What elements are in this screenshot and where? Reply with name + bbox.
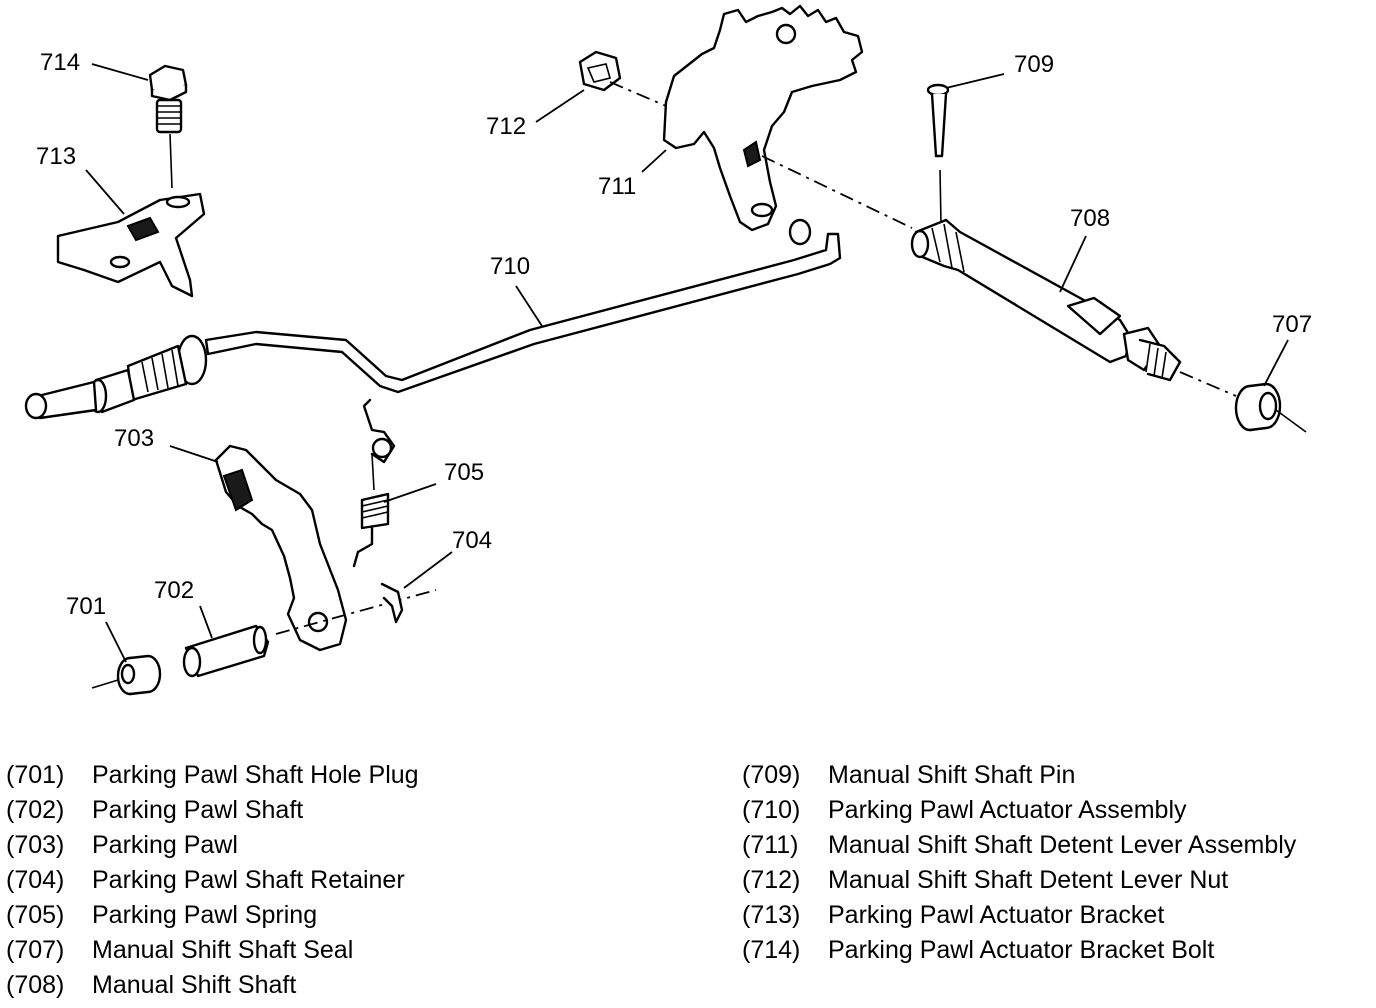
callout-703: 703: [114, 425, 154, 452]
legend-code: (702): [6, 796, 65, 824]
legend-right-column: (709) Manual Shift Shaft Pin (710) Parking…: [742, 758, 1296, 968]
legend-name: Parking Pawl Shaft Hole Plug: [92, 761, 419, 789]
exploded-parts-diagram: 714 713 712 711 709 708 707 710 703 705 …: [24, 4, 1312, 696]
legend-name: Parking Pawl Shaft Retainer: [92, 866, 405, 894]
callout-702: 702: [154, 577, 194, 604]
callout-710: 710: [490, 253, 530, 280]
callout-713: 713: [36, 143, 76, 170]
legend-item: (712) Manual Shift Shaft Detent Lever Nut: [742, 863, 1296, 898]
legend-code: (710): [742, 796, 801, 824]
legend-name: Parking Pawl Spring: [92, 901, 318, 929]
legend-item: (714) Parking Pawl Actuator Bracket Bolt: [742, 933, 1296, 968]
legend-code: (708): [6, 971, 65, 999]
legend-item: (702) Parking Pawl Shaft: [6, 793, 419, 828]
legend-item: (709) Manual Shift Shaft Pin: [742, 758, 1296, 793]
legend-left-column: (701) Parking Pawl Shaft Hole Plug (702) P…: [6, 758, 419, 1003]
callout-701: 701: [66, 593, 106, 620]
legend-name: Parking Pawl Actuator Bracket Bolt: [828, 936, 1215, 964]
legend-item: (713) Parking Pawl Actuator Bracket: [742, 898, 1296, 933]
legend-name: Manual Shift Shaft Pin: [828, 761, 1076, 789]
callout-707: 707: [1272, 311, 1312, 338]
part-713-actuator-bracket: [56, 192, 206, 298]
legend-name: Manual Shift Shaft Seal: [92, 936, 354, 964]
part-702-parking-pawl-shaft: [182, 624, 270, 678]
part-710-actuator-assembly: [24, 218, 842, 420]
legend-code: (712): [742, 866, 801, 894]
legend-name: Manual Shift Shaft Detent Lever Assembly: [828, 831, 1297, 859]
legend-code: (714): [742, 936, 801, 964]
legend-name: Manual Shift Shaft: [92, 971, 297, 999]
legend-code: (705): [6, 901, 65, 929]
part-708-manual-shift-shaft: [910, 218, 1237, 397]
legend-name: Parking Pawl Actuator Bracket: [828, 901, 1165, 929]
callout-705: 705: [444, 459, 484, 486]
legend-code: (707): [6, 936, 65, 964]
legend-name: Manual Shift Shaft Detent Lever Nut: [828, 866, 1229, 894]
legend-item: (708) Manual Shift Shaft: [6, 968, 419, 1003]
part-707-shift-shaft-seal: [1234, 382, 1307, 433]
callout-708: 708: [1070, 205, 1110, 232]
legend-item: (710) Parking Pawl Actuator Assembly: [742, 793, 1296, 828]
part-714-bracket-bolt: [148, 64, 188, 189]
legend-item: (705) Parking Pawl Spring: [6, 898, 419, 933]
part-704-shaft-retainer: [275, 582, 437, 635]
part-705-parking-pawl-spring: [352, 398, 396, 568]
legend-code: (703): [6, 831, 65, 859]
part-712-detent-lever-nut: [578, 50, 667, 107]
legend-item: (701) Parking Pawl Shaft Hole Plug: [6, 758, 419, 793]
part-711-detent-lever-assembly: [662, 4, 864, 232]
callout-712: 712: [486, 113, 526, 140]
legend-item: (703) Parking Pawl: [6, 828, 419, 863]
legend-item: (707) Manual Shift Shaft Seal: [6, 933, 419, 968]
legend-item: (711) Manual Shift Shaft Detent Lever Ass…: [742, 828, 1296, 863]
legend-name: Parking Pawl Shaft: [92, 796, 304, 824]
legend-code: (713): [742, 901, 801, 929]
legend-name: Parking Pawl: [92, 831, 238, 859]
part-701-shaft-hole-plug: [91, 654, 162, 696]
part-709-shift-shaft-pin: [926, 83, 950, 225]
callout-704: 704: [452, 527, 492, 554]
legend-item: (704) Parking Pawl Shaft Retainer: [6, 863, 419, 898]
legend-code: (704): [6, 866, 65, 894]
callout-714: 714: [40, 49, 80, 76]
legend-code: (709): [742, 761, 801, 789]
part-703-parking-pawl: [214, 444, 348, 652]
legend-name: Parking Pawl Actuator Assembly: [828, 796, 1187, 824]
leader-lines: [85, 63, 1289, 663]
legend-code: (711): [742, 831, 799, 859]
legend-code: (701): [6, 761, 65, 789]
callout-709: 709: [1014, 51, 1054, 78]
callout-711: 711: [598, 173, 636, 200]
